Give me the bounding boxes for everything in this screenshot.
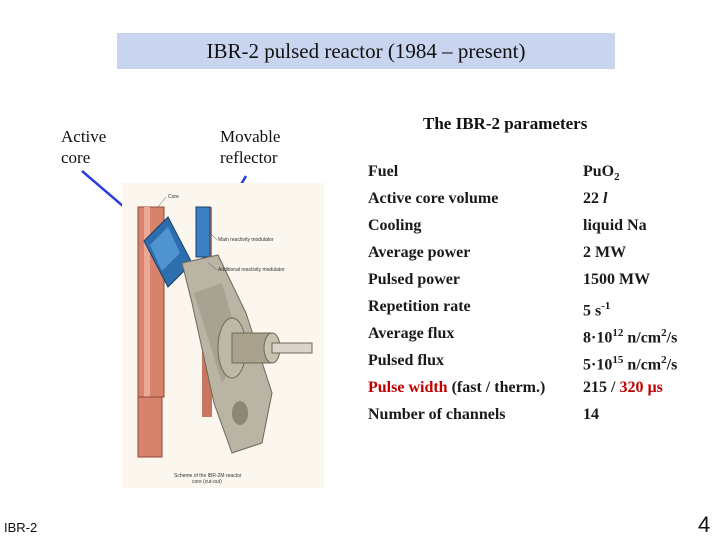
reactor-scheme-figure: Core Main reactivity modulator Additiona… (122, 183, 324, 488)
active-core-label-line2: core (61, 148, 91, 167)
drive-shaft (271, 342, 313, 354)
param-name: Number of channels (368, 406, 506, 423)
figure-caption-line2: core (cut-out) (192, 479, 222, 485)
param-name: Cooling (368, 217, 422, 234)
figure-label-core: Core (168, 194, 179, 200)
additional-reactivity-modulator (195, 206, 211, 258)
param-name: Average power (368, 244, 471, 261)
param-name: Fuel (368, 163, 399, 180)
param-value: 22 l (583, 190, 608, 207)
figure-label-main: Main reactivity modulator (218, 237, 274, 243)
param-value: 14 (583, 406, 599, 423)
param-name: Pulsed power (368, 271, 460, 288)
param-value: 5·1015 n/cm2/s (583, 354, 678, 374)
param-value: 5 s-1 (583, 300, 611, 320)
param-value: 2 MW (583, 244, 627, 261)
active-core-label: Active core (61, 126, 106, 168)
param-value: 215 / 320 µs (583, 379, 663, 396)
page-number: 4 (698, 512, 711, 537)
movable-reflector-label-line1: Movable (220, 127, 281, 146)
slide-title: IBR-2 pulsed reactor (1984 – present) (117, 33, 615, 69)
param-name: Pulse width (fast / therm.) (368, 379, 546, 396)
param-name: Repetition rate (368, 298, 471, 315)
param-name: Pulsed flux (368, 352, 445, 369)
active-core-label-line1: Active (61, 127, 107, 146)
param-value: PuO2 (583, 163, 620, 184)
movable-reflector-label: Movable reflector (220, 126, 280, 168)
param-name: Active core volume (368, 190, 499, 207)
figure-caption-line1: Scheme of the IBR-2M reactor (174, 473, 242, 479)
movable-reflector-label-line2: reflector (220, 148, 278, 167)
param-value: liquid Na (583, 217, 647, 234)
figure-label-additional: Additional reactivity modulator (218, 267, 285, 273)
param-value: 8·1012 n/cm2/s (583, 327, 678, 347)
param-value: 1500 MW (583, 271, 651, 288)
param-name: Average flux (368, 325, 455, 342)
footer-label: IBR-2 (4, 520, 38, 535)
parameters-title: The IBR-2 parameters (423, 114, 588, 133)
